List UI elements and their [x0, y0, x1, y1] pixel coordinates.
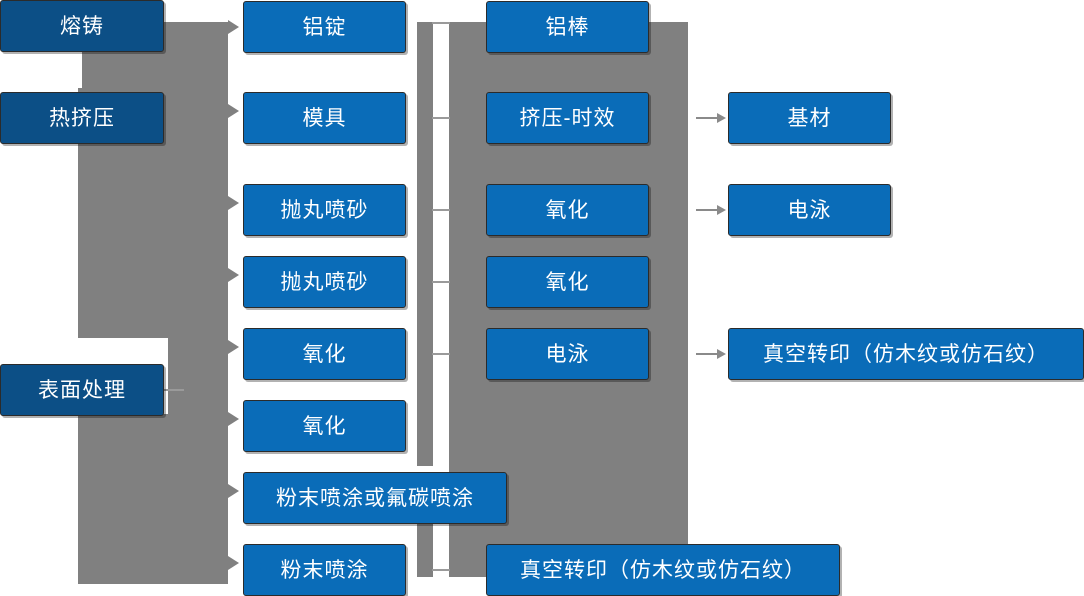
node-label: 粉末喷涂或氟碳喷涂 — [276, 486, 474, 510]
node-label: 氧化 — [302, 342, 347, 366]
node-op-extrude-age[interactable]: 挤压-时效 — [486, 92, 649, 144]
comb-tooth-4 — [432, 281, 450, 283]
node-label: 真空转印（仿木纹或仿石纹） — [520, 558, 806, 582]
node-label: 铝锭 — [302, 15, 347, 39]
node-input-oxidation-2[interactable]: 氧化 — [243, 400, 406, 452]
node-label: 氧化 — [545, 198, 590, 222]
node-label: 基材 — [787, 106, 832, 130]
node-label: 抛丸喷砂 — [280, 270, 369, 294]
band-arrow-powder-fluoro — [228, 484, 239, 498]
node-label: 挤压-时效 — [519, 106, 616, 130]
node-input-shotblast-2[interactable]: 抛丸喷砂 — [243, 256, 406, 308]
node-label: 表面处理 — [38, 378, 126, 402]
node-op-bar[interactable]: 铝棒 — [486, 1, 649, 53]
node-label: 氧化 — [545, 270, 590, 294]
comb-tooth-5 — [432, 353, 450, 355]
node-label: 粉末喷涂 — [280, 558, 369, 582]
node-label: 抛丸喷砂 — [280, 198, 369, 222]
node-label: 热挤压 — [49, 106, 115, 130]
node-label: 真空转印（仿木纹或仿石纹） — [763, 342, 1049, 366]
comb-tooth-1 — [432, 22, 450, 24]
comb-tooth-6 — [432, 569, 450, 571]
node-op-oxidation-2[interactable]: 氧化 — [486, 256, 649, 308]
input-comb-bar — [417, 22, 433, 577]
stage-band-notch-bottom — [0, 338, 168, 366]
node-input-shotblast-1[interactable]: 抛丸喷砂 — [243, 184, 406, 236]
comb-tooth-3 — [432, 209, 450, 211]
band-arrow-powder — [228, 556, 239, 570]
stage-band-notch-top — [0, 46, 82, 88]
surface-stage-link — [164, 389, 184, 391]
node-label: 模具 — [302, 106, 347, 130]
node-op-vacuum-print[interactable]: 真空转印（仿木纹或仿石纹） — [486, 544, 840, 596]
node-stage-melting[interactable]: 熔铸 — [0, 0, 164, 52]
arrow-to-electro — [696, 205, 726, 215]
node-input-ingot[interactable]: 铝锭 — [243, 1, 406, 53]
node-op-electro[interactable]: 电泳 — [486, 328, 649, 380]
band-arrow-shotblast-2 — [228, 268, 239, 282]
band-arrow-oxidation-2 — [228, 412, 239, 426]
band-arrow-shotblast-1 — [228, 196, 239, 210]
node-out-electro[interactable]: 电泳 — [728, 184, 891, 236]
node-label: 熔铸 — [60, 14, 104, 38]
node-label: 铝棒 — [545, 15, 590, 39]
band-arrow-ingot — [228, 20, 239, 34]
arrow-to-vacuum-print — [696, 349, 726, 359]
node-label: 氧化 — [302, 414, 347, 438]
node-input-powder-fluoro[interactable]: 粉末喷涂或氟碳喷涂 — [243, 472, 507, 524]
node-op-oxidation-1[interactable]: 氧化 — [486, 184, 649, 236]
node-input-mold[interactable]: 模具 — [243, 92, 406, 144]
band-arrow-mold — [228, 104, 239, 118]
node-input-oxidation-1[interactable]: 氧化 — [243, 328, 406, 380]
node-stage-extrusion[interactable]: 热挤压 — [0, 92, 164, 144]
node-input-powder[interactable]: 粉末喷涂 — [243, 544, 406, 596]
operation-band-notch — [417, 466, 433, 472]
node-out-vacuum-print[interactable]: 真空转印（仿木纹或仿石纹） — [728, 328, 1084, 380]
arrow-to-substrate — [696, 113, 726, 123]
node-label: 电泳 — [545, 342, 590, 366]
comb-tooth-2 — [432, 117, 450, 119]
node-out-substrate[interactable]: 基材 — [728, 92, 891, 144]
node-stage-surface[interactable]: 表面处理 — [0, 364, 164, 416]
node-label: 电泳 — [787, 198, 832, 222]
band-arrow-oxidation-1 — [228, 340, 239, 354]
